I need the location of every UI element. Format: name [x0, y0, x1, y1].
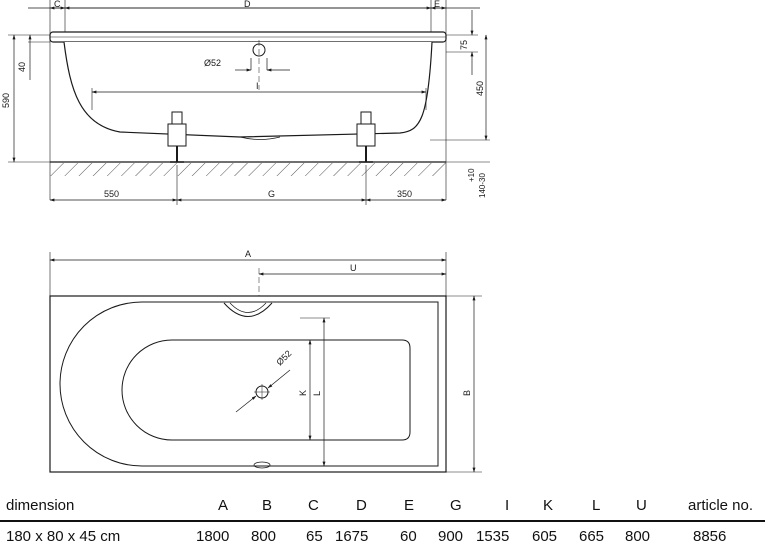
header-e: E	[404, 497, 415, 514]
header-b: B	[262, 497, 273, 514]
header-i: I	[505, 497, 510, 514]
cell-a: 1800	[196, 528, 230, 545]
cell-g: 900	[438, 528, 464, 545]
floor-hatch	[50, 163, 446, 176]
cell-c: 65	[306, 528, 323, 545]
tub-basin-plan	[121, 339, 411, 441]
dim-label-floor-tol-top: +10	[467, 168, 476, 182]
dim-label-b: B	[462, 390, 472, 396]
header-article-no: article no.	[688, 497, 754, 514]
dim-label-c: C	[54, 0, 61, 9]
header-a: A	[218, 497, 229, 514]
tub-body	[63, 41, 433, 138]
cell-article-no: 8856	[693, 528, 727, 545]
header-u: U	[636, 497, 647, 514]
header-dimension: dimension	[6, 497, 75, 514]
dim-label-g: G	[268, 189, 275, 199]
tub-rim-plan	[59, 301, 439, 467]
dim-label-l: L	[312, 391, 322, 396]
dim-label-450: 450	[475, 81, 485, 96]
cell-dimension: 180 x 80 x 45 cm	[6, 528, 121, 545]
header-g: G	[450, 497, 462, 514]
header-c: C	[308, 497, 319, 514]
dim-label-e: E	[434, 0, 440, 9]
cell-k: 605	[532, 528, 558, 545]
header-l: L	[592, 497, 601, 514]
tub-outline-plan	[49, 295, 447, 473]
table-header-row: dimension A B C D E G I K L U article no…	[0, 495, 765, 517]
dim-label-590: 590	[1, 93, 11, 108]
cell-e: 60	[400, 528, 417, 545]
dim-label-k: K	[298, 390, 308, 396]
dim-label-350: 350	[397, 189, 412, 199]
dim-label-u: U	[350, 263, 357, 273]
dim-label-i: I	[256, 81, 259, 91]
table-divider	[0, 520, 765, 522]
dim-label-550: 550	[104, 189, 119, 199]
header-k: K	[543, 497, 554, 514]
dim-label-75: 75	[459, 40, 469, 50]
cell-u: 800	[625, 528, 651, 545]
dim-label-40: 40	[17, 62, 27, 72]
cell-d: 1675	[335, 528, 369, 545]
dim-label-a: A	[245, 249, 251, 259]
cell-l: 665	[579, 528, 605, 545]
cell-b: 800	[251, 528, 277, 545]
plan-view	[49, 252, 482, 473]
dim-label-phi52-side: Ø52	[204, 58, 221, 68]
cell-i: 1535	[476, 528, 510, 545]
table-row: 180 x 80 x 45 cm 1800 800 65 1675 60 900…	[0, 526, 765, 548]
dim-label-d: D	[244, 0, 251, 9]
dim-label-floor-tol: 140-30	[478, 173, 487, 198]
foot-right	[356, 111, 376, 163]
side-view	[8, 0, 490, 205]
header-d: D	[356, 497, 367, 514]
